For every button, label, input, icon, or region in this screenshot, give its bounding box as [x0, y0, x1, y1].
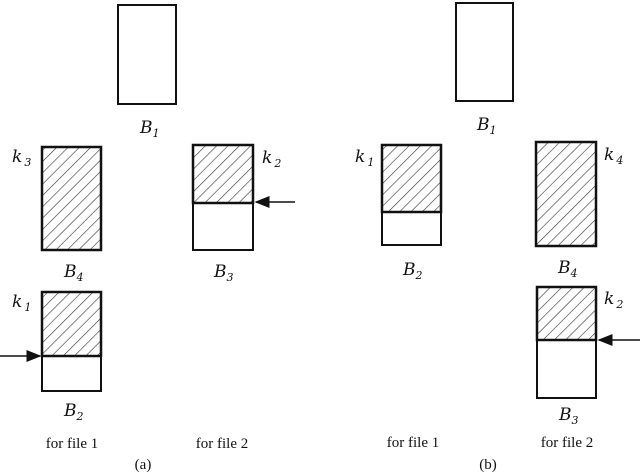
label-b-b3: B3 [558, 405, 579, 427]
label-a-b3: B3 [213, 262, 234, 284]
label-a-b1: B1 [139, 118, 160, 140]
caption-b-file1: for file 1 [387, 435, 439, 451]
label-a-b4: B4 [63, 262, 84, 284]
caption-a: (a) [135, 457, 152, 473]
block-a-b1: B1 [117, 4, 177, 140]
label-a-b2: B2 [63, 401, 84, 423]
label-b-b1: B1 [476, 115, 497, 137]
block-b-b1: B1 [455, 2, 514, 137]
label-b-b2: B2 [402, 260, 423, 282]
caption-a-file1: for file 1 [46, 436, 98, 452]
caption-a-file2: for file 2 [196, 436, 248, 452]
caption-b-file2: for file 2 [541, 435, 593, 451]
caption-b: (b) [479, 457, 497, 473]
label-b-b4: B4 [557, 258, 578, 280]
